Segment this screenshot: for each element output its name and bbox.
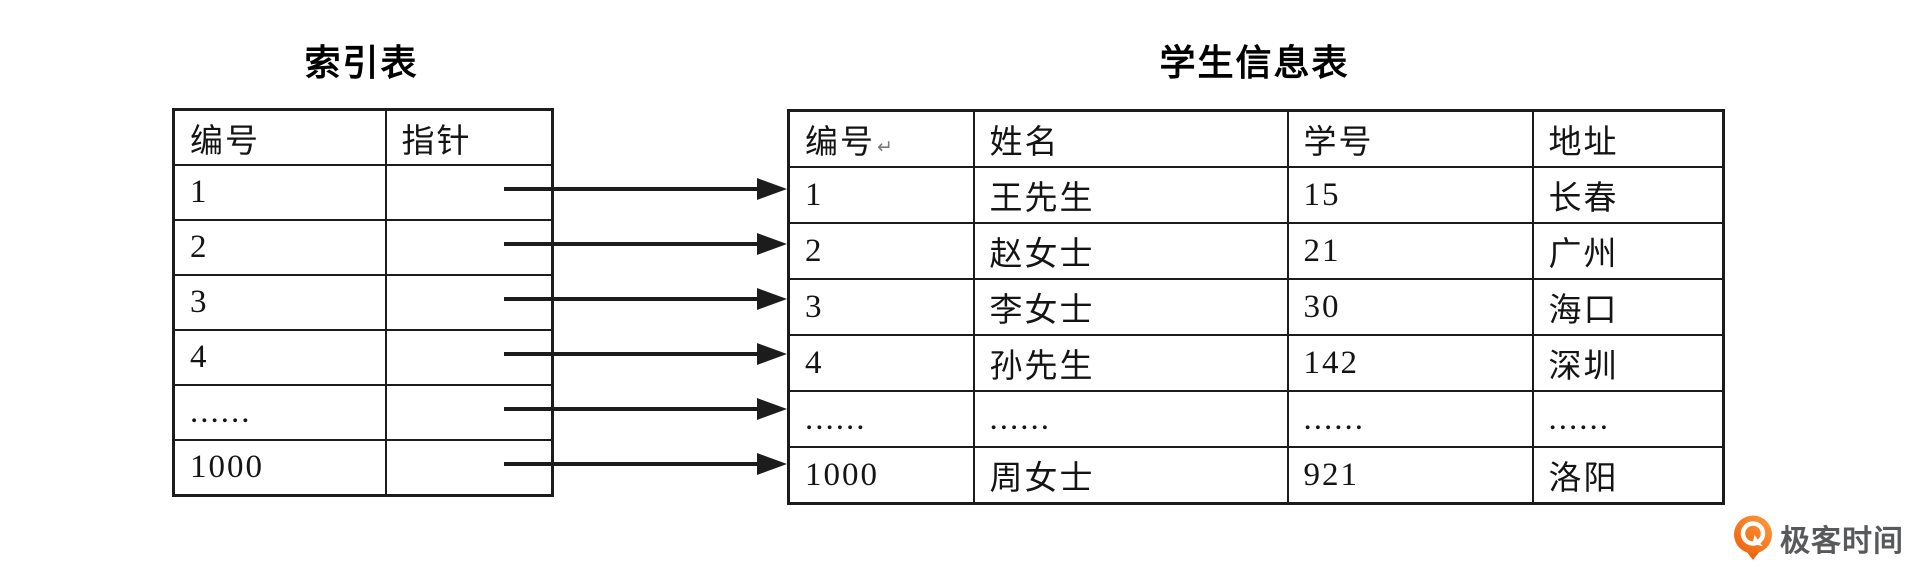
pointer-arrow bbox=[504, 233, 787, 255]
index-table-cell: 1 bbox=[172, 164, 387, 221]
index-table-cell bbox=[384, 219, 554, 276]
student-table-cell: 海口 bbox=[1531, 278, 1725, 336]
student-table-header-cell: 学号 bbox=[1286, 109, 1534, 168]
arrow-shaft bbox=[504, 352, 763, 356]
pointer-arrow bbox=[504, 343, 787, 365]
student-table-cell: 赵女士 bbox=[972, 222, 1289, 280]
arrow-shaft bbox=[504, 407, 763, 411]
student-table-cell: 30 bbox=[1286, 278, 1534, 336]
student-table-cell: 4 bbox=[787, 334, 975, 392]
index-table-row: 1000 bbox=[172, 439, 554, 497]
arrow-head bbox=[757, 398, 787, 420]
index-table-cell: 3 bbox=[172, 274, 387, 331]
pointer-arrow bbox=[504, 178, 787, 200]
student-table-cell: 15 bbox=[1286, 166, 1534, 224]
student-table-cell: 1000 bbox=[787, 446, 975, 505]
arrow-head bbox=[757, 178, 787, 200]
student-table-cell: 长春 bbox=[1531, 166, 1725, 224]
index-table-cell: 2 bbox=[172, 219, 387, 276]
arrow-head bbox=[757, 233, 787, 255]
watermark-text: 极客时间 bbox=[1780, 525, 1904, 558]
index-table-header-row: 编号指针 bbox=[172, 108, 554, 166]
index-table-cell bbox=[384, 439, 554, 497]
student-table-cell: 王先生 bbox=[972, 166, 1289, 224]
arrow-shaft bbox=[504, 242, 763, 246]
index-table-header-cell: 编号 bbox=[172, 108, 387, 166]
arrow-head bbox=[757, 453, 787, 475]
arrow-shaft bbox=[504, 297, 763, 301]
student-table-header-row: 编号↵姓名学号地址 bbox=[787, 109, 1725, 168]
student-table-cell: 21 bbox=[1286, 222, 1534, 280]
index-table-cell: 1000 bbox=[172, 439, 387, 497]
index-table-row: 3 bbox=[172, 274, 554, 331]
student-table-cell: 142 bbox=[1286, 334, 1534, 392]
index-table-row: 2 bbox=[172, 219, 554, 276]
student-table-cell: 洛阳 bbox=[1531, 446, 1725, 505]
watermark: 极客时间 bbox=[1733, 515, 1904, 560]
arrow-head bbox=[757, 288, 787, 310]
pointer-arrow bbox=[504, 453, 787, 475]
student-table-cell: ...... bbox=[787, 390, 975, 448]
index-table-cell bbox=[384, 274, 554, 331]
student-table-cell: 周女士 bbox=[972, 446, 1289, 505]
student-table-title: 学生信息表 bbox=[1159, 42, 1350, 83]
student-table-cell: ...... bbox=[1531, 390, 1725, 448]
pointer-arrow bbox=[504, 398, 787, 420]
index-table-cell: 4 bbox=[172, 329, 387, 386]
geektime-logo-icon bbox=[1734, 515, 1772, 560]
index-table-title: 索引表 bbox=[304, 42, 419, 83]
index-table-row: 4 bbox=[172, 329, 554, 386]
index-table-cell: ...... bbox=[172, 384, 387, 441]
index-table-cell bbox=[384, 384, 554, 441]
student-table-cell: 2 bbox=[787, 222, 975, 280]
arrow-shaft bbox=[504, 462, 763, 466]
arrow-shaft bbox=[504, 187, 763, 191]
pointer-arrow bbox=[504, 288, 787, 310]
student-table-header-cell: 编号↵ bbox=[787, 109, 975, 168]
student-table-cell: 1 bbox=[787, 166, 975, 224]
student-table-cell: 3 bbox=[787, 278, 975, 336]
index-table-cell bbox=[384, 164, 554, 221]
arrow-head bbox=[757, 343, 787, 365]
index-table-header-cell: 指针 bbox=[384, 108, 554, 166]
student-table-header-cell: 地址 bbox=[1531, 109, 1725, 168]
index-table-cell bbox=[384, 329, 554, 386]
student-table-cell: 921 bbox=[1286, 446, 1534, 505]
student-table-cell: 广州 bbox=[1531, 222, 1725, 280]
student-table-cell: ...... bbox=[972, 390, 1289, 448]
student-table-header-cell: 姓名 bbox=[972, 109, 1289, 168]
index-table-row: ...... bbox=[172, 384, 554, 441]
paragraph-return-mark: ↵ bbox=[877, 136, 893, 158]
student-table-cell: 孙先生 bbox=[972, 334, 1289, 392]
student-table-row: ........................ bbox=[787, 390, 1725, 448]
student-table-cell: 深圳 bbox=[1531, 334, 1725, 392]
student-table-cell: 李女士 bbox=[972, 278, 1289, 336]
student-table-cell: ...... bbox=[1286, 390, 1534, 448]
index-table-row: 1 bbox=[172, 164, 554, 221]
